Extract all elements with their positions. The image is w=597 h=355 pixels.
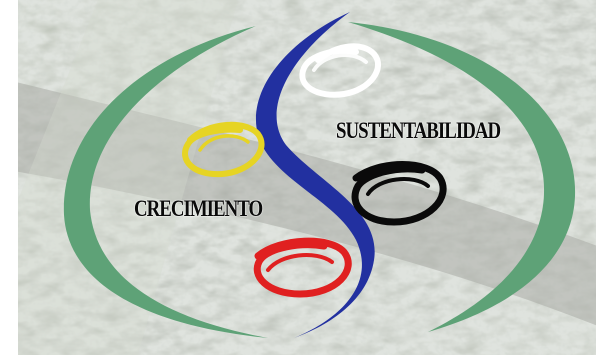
green-arc-left-icon [63, 26, 268, 338]
growth-label: CRECIMIENTO [134, 196, 263, 221]
white-ring-icon [299, 43, 382, 98]
yellow-ring-icon [182, 121, 265, 178]
road-band [18, 82, 596, 326]
red-ring-icon [253, 237, 352, 298]
black-ring-icon [351, 161, 447, 226]
sustainability-label: SUSTENTABILIDAD [336, 118, 501, 143]
blue-s-curve-icon [255, 12, 375, 338]
green-arc-right-icon [348, 22, 576, 332]
field-strip [18, 0, 238, 355]
logo-artwork [18, 0, 596, 355]
